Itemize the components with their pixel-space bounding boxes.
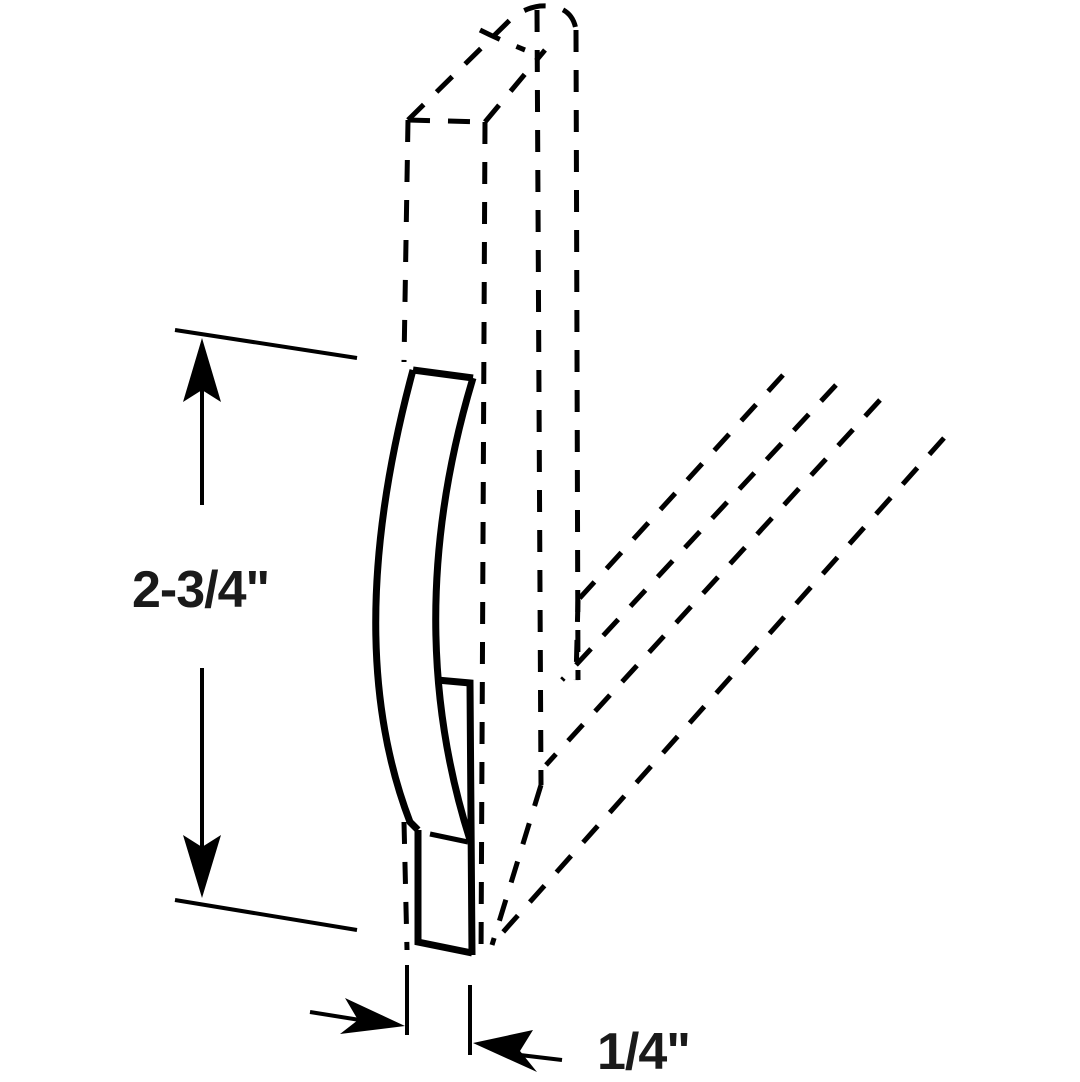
thickness-dimension xyxy=(309,965,563,1072)
clip-profile xyxy=(372,366,477,957)
bottom-extension-line xyxy=(174,898,358,932)
arrow-up-icon xyxy=(183,338,221,402)
arrow-left-icon xyxy=(473,1030,537,1072)
thickness-dimension-label: 1/4" xyxy=(597,1023,691,1081)
height-dimension xyxy=(174,328,358,932)
top-extension-line xyxy=(174,328,358,360)
ghost-outline xyxy=(401,3,946,961)
height-dimension-label: 2-3/4" xyxy=(132,561,270,619)
arrow-right-icon xyxy=(340,998,405,1034)
arrow-down-icon xyxy=(183,835,221,898)
